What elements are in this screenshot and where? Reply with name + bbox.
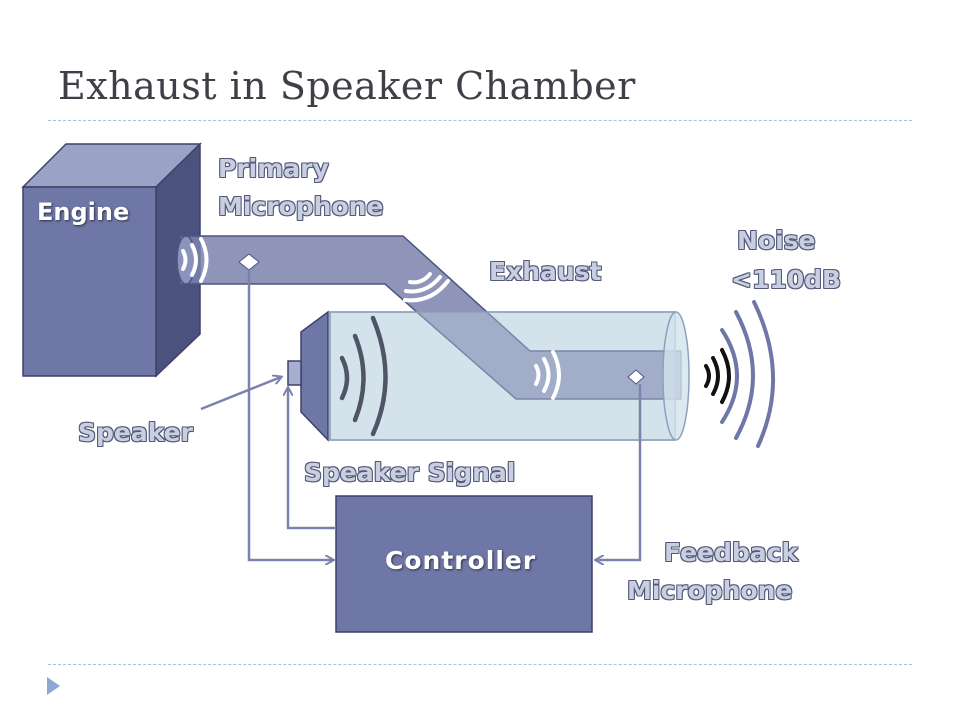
title-divider [48, 120, 912, 121]
speaker-cone [287, 310, 329, 442]
feedback-microphone-icon [627, 369, 645, 385]
engine-sound-waves-icon [181, 237, 209, 283]
chamber-overlay [329, 311, 676, 441]
speaker-label: Speaker [78, 418, 193, 447]
engine-block [21, 142, 202, 378]
feedback-microphone-label-line-2: Microphone [627, 576, 793, 605]
next-slide-arrow-icon[interactable] [47, 677, 60, 695]
speaker-signal-label: Speaker Signal [304, 458, 516, 487]
speaker-pointer-arrow [200, 377, 281, 411]
feedback-microphone-label-line-1: Feedback [664, 538, 799, 567]
noise-label-line-2: <110dB [731, 265, 842, 294]
signal-connectors [200, 270, 642, 560]
exhaust-label: Exhaust [489, 257, 602, 286]
noise-label-line-1: Noise [737, 226, 816, 255]
feedback-mic-to-controller-arrow [596, 384, 642, 560]
primary-microphone-label-line-1: Primary [218, 154, 329, 183]
slide-title: Exhaust in Speaker Chamber [58, 64, 636, 108]
engine-label: Engine [37, 198, 130, 226]
controller-to-speaker-arrow [288, 388, 336, 530]
pipe-bend-sound-waves-icon [403, 272, 450, 303]
noise-sound-waves-icon [704, 300, 776, 448]
controller-label: Controller [385, 546, 537, 575]
controller-block [335, 495, 593, 633]
primary-microphone-label-line-2: Microphone [218, 192, 384, 221]
pipe-sound-waves-icon [534, 350, 561, 400]
chamber-sound-waves-icon [339, 315, 388, 437]
chamber-end-cap [662, 311, 690, 441]
primary-mic-to-controller-arrow [247, 270, 333, 560]
footer-divider [48, 664, 912, 665]
